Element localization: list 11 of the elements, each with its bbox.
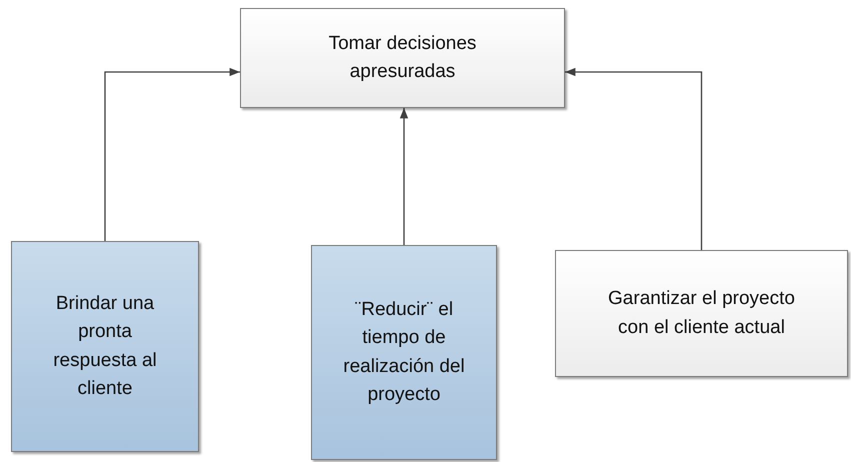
arrow <box>400 108 408 245</box>
box-text: Brindar una pronta respuesta al cliente <box>52 292 158 401</box>
process-box <box>11 241 199 452</box>
box-text: ¨Reducir¨ el tiempo de realización del proyecto <box>342 298 466 407</box>
box-text: Tomar decisiones apresuradas <box>328 32 478 84</box>
process-box <box>311 245 497 460</box>
box-text: Garantizar el proyecto con el cliente actual <box>607 287 796 340</box>
arrow <box>104 68 240 241</box>
process-box <box>555 250 848 377</box>
arrow <box>565 68 702 250</box>
process-box <box>240 8 565 108</box>
